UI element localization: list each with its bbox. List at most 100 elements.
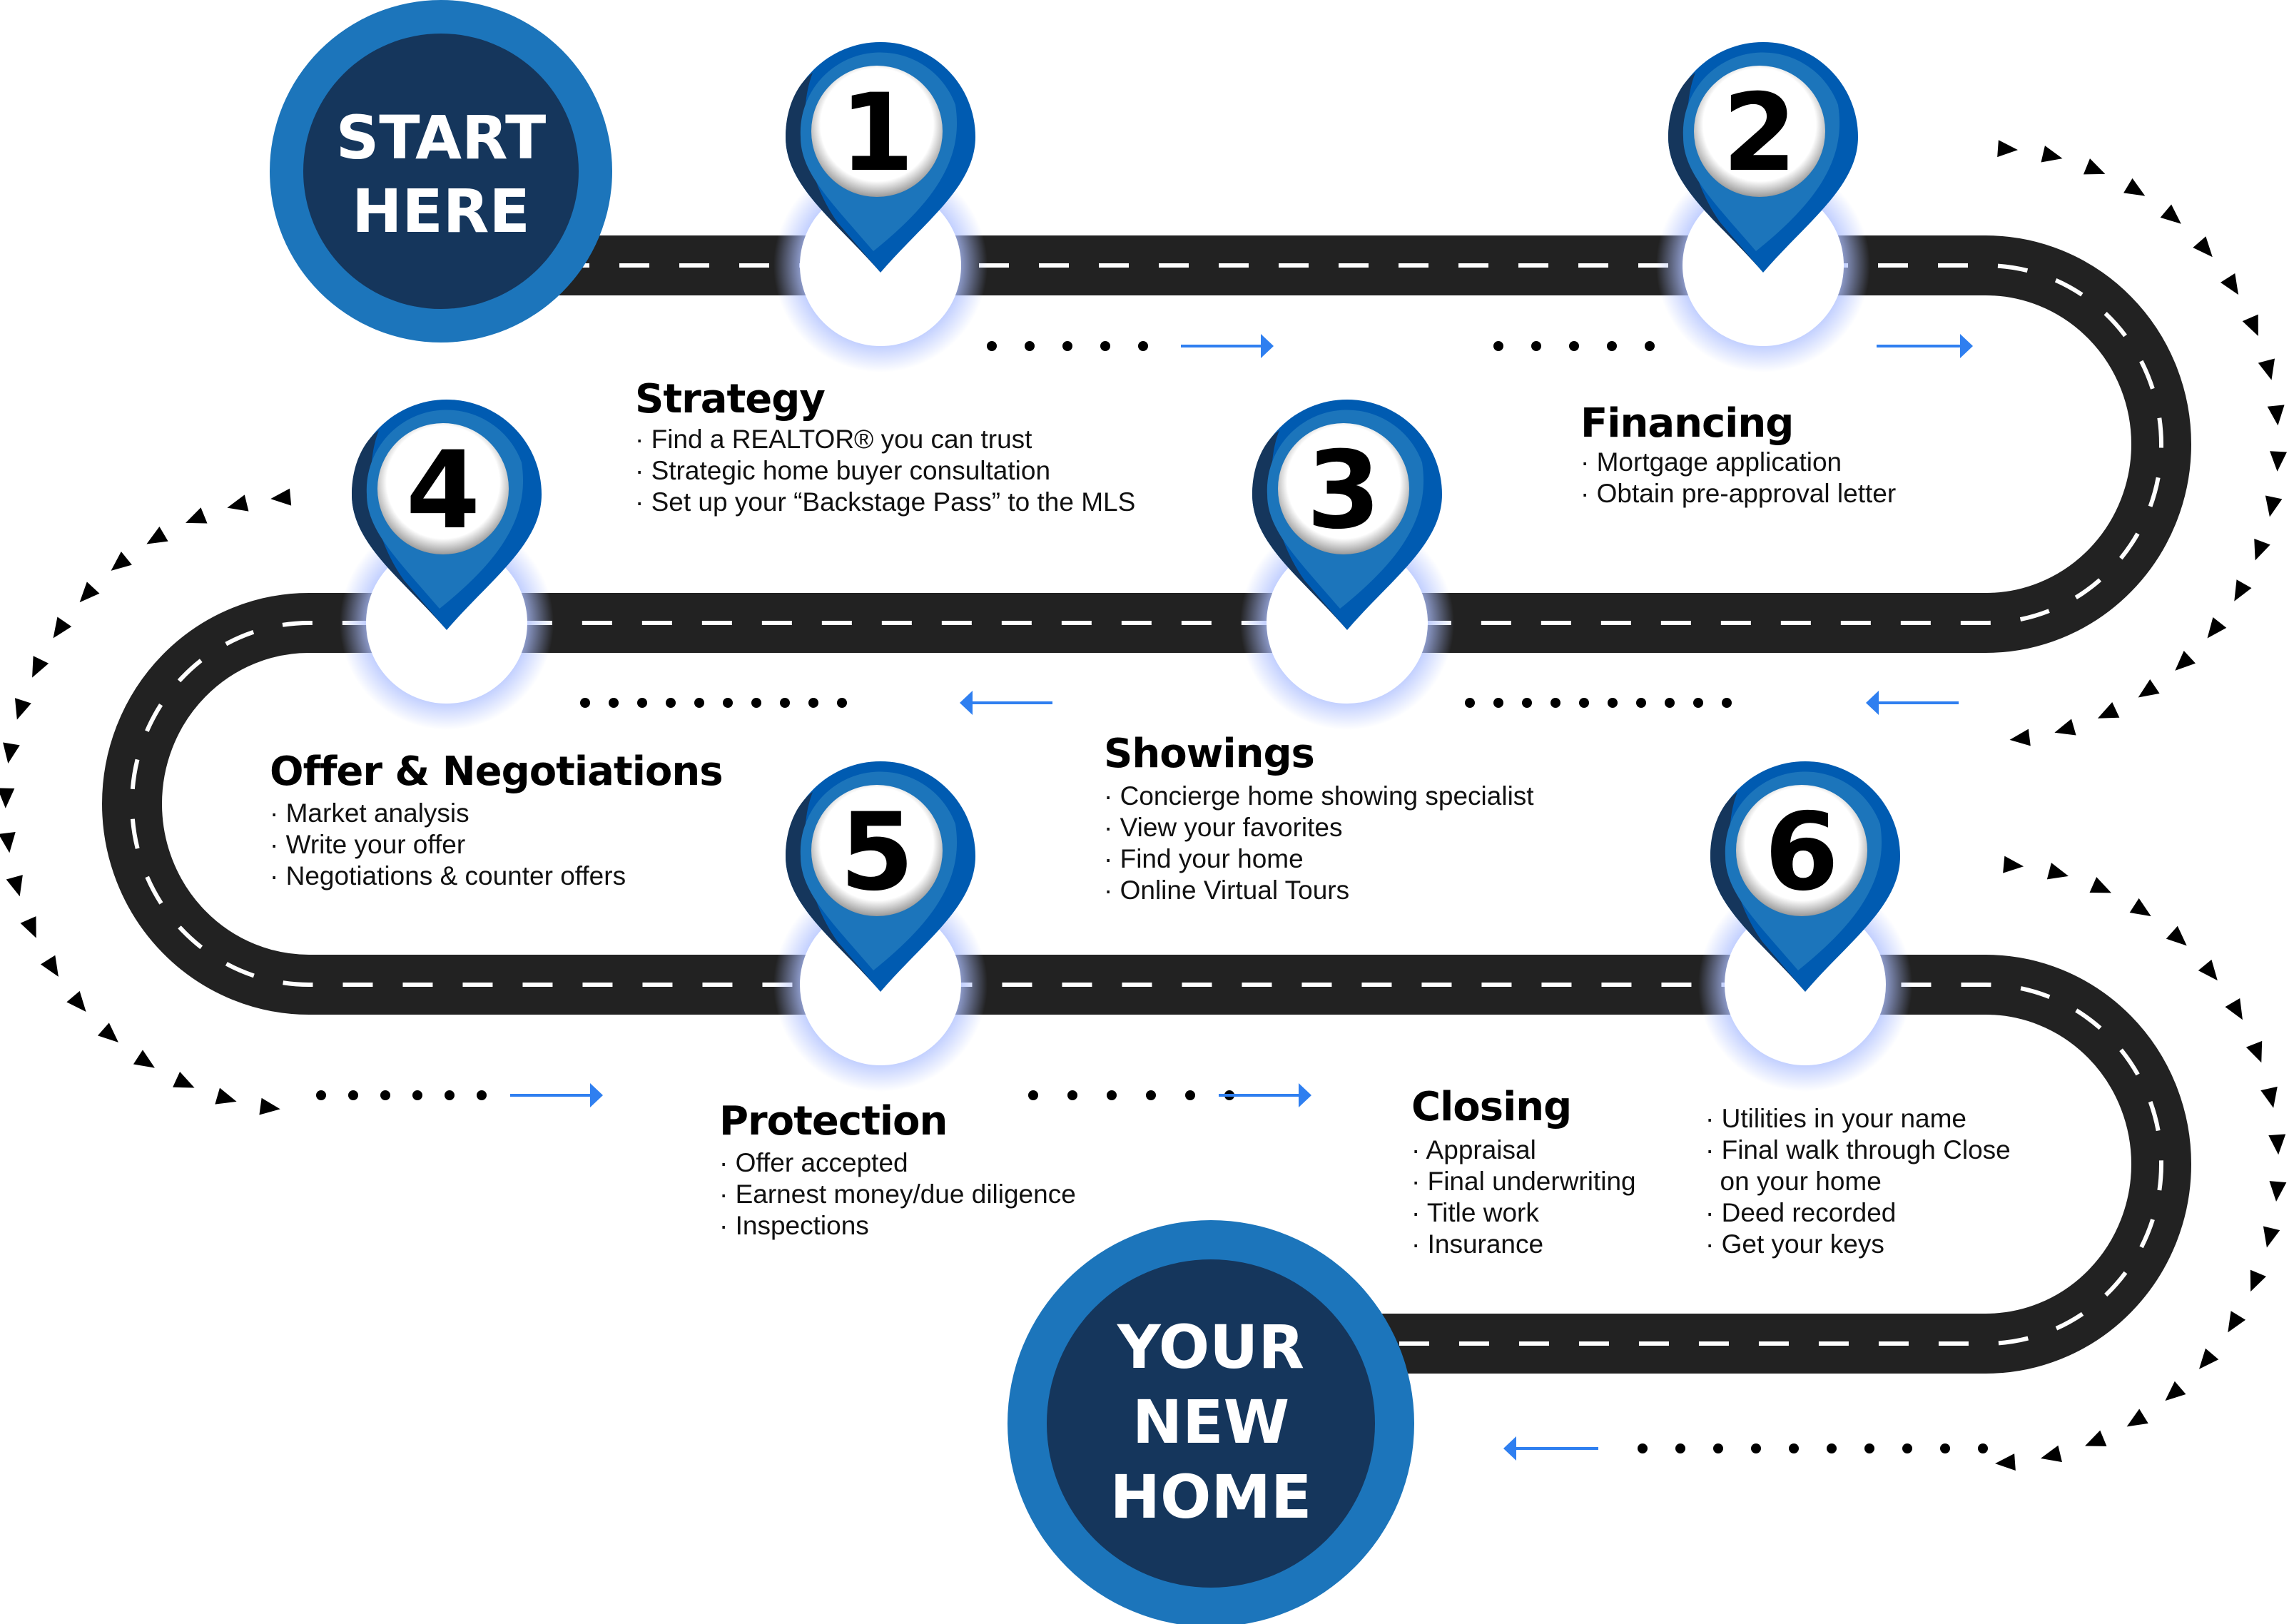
start-badge-line-2: HERE [352,176,530,246]
triangle-marker-icon [2123,178,2146,196]
step-item: on your home [1705,1167,1882,1196]
pin-number-disc [1736,785,1867,916]
progress-dot [1146,1090,1156,1100]
triangle-marker-icon [2269,1181,2287,1202]
triangle-marker-icon [2268,1134,2286,1155]
triangle-marker-icon [2097,702,2120,719]
triangle-marker-icon [97,1022,118,1042]
pin-shadow [1252,430,1347,630]
triangle-marker-icon [2126,1409,2148,1427]
step-item: · Set up your “Backstage Pass” to the ML… [635,487,1135,517]
pin-number: 5 [840,791,914,915]
triangle-marker-icon [2040,1445,2062,1463]
step-item: · Appraisal [1411,1135,1536,1164]
step-title: Offer & Negotiations [270,748,723,795]
progress-dot [1579,698,1589,708]
triangle-marker-icon [186,507,208,524]
map-pin-icon: 3 [1252,400,1442,630]
step-6-text: Closing · Appraisal · Final underwriting… [1411,1084,2011,1259]
step-item: · Negotiations & counter offers [270,861,626,890]
step-item: · Deed recorded [1705,1198,1896,1227]
step-2-text: Financing · Mortgage application · Obtai… [1580,400,1896,508]
triangle-marker-icon [2245,1040,2263,1063]
right-bottom-triangle-arc [1995,856,2287,1471]
progress-dot [1493,698,1503,708]
triangle-marker-icon [227,494,249,512]
direction-indicator-right [1028,1083,1311,1107]
triangle-marker-icon [0,788,15,808]
map-pin-icon: 1 [786,42,975,273]
triangle-marker-icon [1995,1453,2016,1471]
pin-number-disc [811,66,943,197]
progress-dot [1675,1443,1685,1453]
triangle-marker-icon [215,1087,237,1105]
progress-dot [1493,341,1503,351]
progress-dot [1067,1090,1077,1100]
triangle-marker-icon [111,551,132,571]
progress-dot [1185,1090,1195,1100]
arrow-head-icon [1866,691,1879,715]
progress-dot [1978,1443,1988,1453]
triangle-marker-icon [2041,146,2063,163]
triangle-marker-icon [2267,405,2285,426]
progress-dot [1940,1443,1950,1453]
progress-dot [1636,698,1646,708]
arrow-head-icon [1960,334,1973,358]
triangle-marker-icon [2046,863,2069,880]
triangle-marker-icon [53,616,72,639]
progress-dot [837,698,847,708]
progress-dot [1645,341,1655,351]
triangle-marker-icon [2138,679,2160,698]
direction-indicator-right [316,1083,603,1107]
progress-dot [1902,1443,1912,1453]
triangle-marker-icon [79,582,100,603]
triangle-marker-icon [6,875,23,897]
end-badge: YOUR NEW HOME [1008,1220,1414,1624]
step-item: · Concierge home showing specialist [1104,781,1534,811]
triangle-marker-icon [20,916,36,938]
triangle-marker-icon [2225,998,2243,1020]
triangle-marker-icon [2270,451,2288,472]
triangle-marker-icon [2263,1226,2280,1248]
triangle-marker-icon [2265,495,2283,517]
pin-number-disc [811,785,943,916]
progress-dot [1138,341,1148,351]
triangle-marker-icon [2089,877,2112,893]
step-item: · Final underwriting [1411,1167,1636,1196]
pin-shadow [1668,73,1763,273]
progress-dot [1722,698,1732,708]
triangle-marker-icon [2129,898,2151,917]
pin-shadow [352,430,447,630]
triangle-marker-icon [173,1071,195,1088]
triangle-marker-icon [2254,538,2270,561]
step-item: · View your favorites [1104,813,1343,842]
step-item: · Market analysis [270,798,470,828]
end-badge-line-3: HOME [1110,1462,1312,1532]
direction-indicator-left [1465,691,1959,715]
direction-indicator-left [580,691,1052,715]
step-5-text: Protection · Offer accepted · Earnest mo… [719,1098,1076,1240]
progress-dot [1713,1443,1723,1453]
triangle-marker-icon [2207,617,2227,639]
progress-dot [1028,1090,1038,1100]
step-item: · Utilities in your name [1705,1104,1966,1133]
triangle-marker-icon [2160,204,2181,224]
step-3-text: Showings · Concierge home showing specia… [1104,731,1534,905]
progress-dot [1025,341,1035,351]
progress-dot [751,698,761,708]
pin-shadow [786,73,880,273]
road-center-dashes [130,263,2163,1346]
step-item: · Insurance [1411,1229,1543,1259]
pin-number-disc [1278,423,1409,554]
map-pin-icon: 5 [786,761,975,992]
triangle-marker-icon [3,742,20,764]
step-item: · Earnest money/due diligence [719,1179,1076,1209]
pin-number: 1 [840,71,914,196]
pin-shadow [1710,792,1805,992]
triangle-marker-icon [14,698,31,720]
triangle-marker-icon [2009,729,2031,746]
end-badge-inner [1047,1259,1375,1588]
triangle-marker-icon [1997,140,2018,158]
pin-number: 4 [406,429,480,553]
